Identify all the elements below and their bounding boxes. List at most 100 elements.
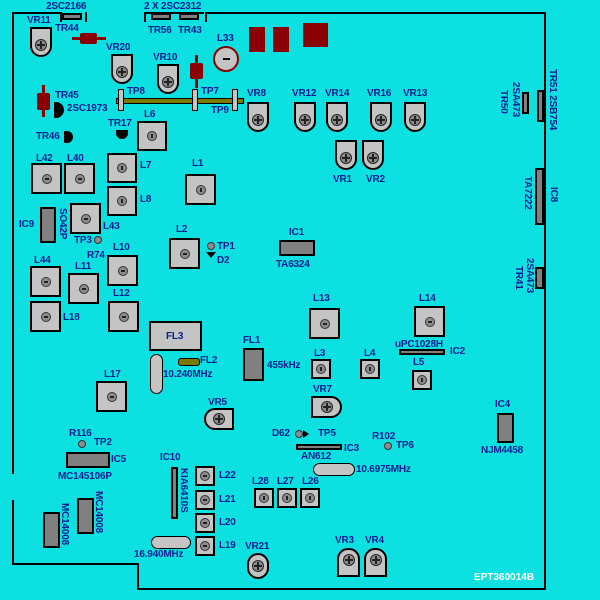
ic3-chip[interactable] <box>296 444 342 450</box>
coil-l12[interactable] <box>108 301 139 332</box>
part-upc1028h: uPC1028H <box>395 339 443 350</box>
trimmer-vr13[interactable] <box>404 102 426 132</box>
crystal-10-6975[interactable] <box>313 463 355 476</box>
trimmer-vr1[interactable] <box>335 140 357 170</box>
testpoint-d62[interactable] <box>295 430 303 438</box>
label-tr45: TR45 <box>55 90 79 101</box>
trimmer-vr10[interactable] <box>157 64 179 94</box>
coil-l20[interactable] <box>195 513 215 533</box>
testpoint-tp2[interactable] <box>78 440 86 448</box>
coil-block-1[interactable] <box>249 27 265 52</box>
trimmer-vr14[interactable] <box>326 102 348 132</box>
coil-l3[interactable] <box>311 359 331 379</box>
tr44-body[interactable] <box>62 13 82 20</box>
label-l27: L27 <box>277 476 294 487</box>
label-l19: L19 <box>219 540 236 551</box>
coil-l11[interactable] <box>68 273 99 304</box>
ic9-chip[interactable] <box>40 207 56 243</box>
tp9-post[interactable] <box>232 89 238 111</box>
ic5-chip[interactable] <box>66 452 110 468</box>
ic2-chip[interactable] <box>399 349 445 355</box>
screw-icon <box>252 560 264 572</box>
coil-l13[interactable] <box>309 308 340 339</box>
pcb-outline-bottom-step <box>137 563 139 589</box>
transistor-tr45[interactable] <box>54 102 64 118</box>
resistor-vr10-body[interactable] <box>190 63 203 79</box>
coil-l14[interactable] <box>414 306 445 337</box>
coil-l1[interactable] <box>185 174 216 205</box>
coil-l33[interactable] <box>213 46 239 72</box>
label-l3: L3 <box>314 348 326 359</box>
trimmer-vr5[interactable] <box>204 408 234 430</box>
screw-icon <box>342 554 355 566</box>
coil-l7[interactable] <box>107 153 137 183</box>
transistor-tr46[interactable] <box>64 131 73 143</box>
ic4-chip[interactable] <box>497 413 514 443</box>
part-2sc1973: 2SC1973 <box>67 103 108 114</box>
label-vr16: VR16 <box>367 88 392 99</box>
tp8-post[interactable] <box>118 89 124 111</box>
coil-l4[interactable] <box>360 359 380 379</box>
coil-l40[interactable] <box>64 163 95 194</box>
filter-fl3[interactable] <box>149 321 202 351</box>
label-tp1: TP1 <box>217 241 235 252</box>
label-l44: L44 <box>34 255 51 266</box>
trimmer-vr20[interactable] <box>111 54 133 84</box>
coil-l44[interactable] <box>30 266 61 297</box>
coil-l28[interactable] <box>254 488 274 508</box>
testpoint-tp3[interactable] <box>94 236 102 244</box>
trimmer-vr7[interactable] <box>311 396 342 418</box>
trimmer-vr21[interactable] <box>247 553 269 579</box>
resistor-tr44-body[interactable] <box>80 33 97 44</box>
ic1-chip[interactable] <box>279 240 315 256</box>
coil-l26[interactable] <box>300 488 320 508</box>
tr50-body[interactable] <box>522 92 529 114</box>
filter-fl2[interactable] <box>178 358 200 366</box>
coil-l27[interactable] <box>277 488 297 508</box>
tr43-body[interactable] <box>179 13 199 20</box>
label-vr12: VR12 <box>292 88 317 99</box>
ic10-chip[interactable] <box>171 467 178 519</box>
diode-d62-icon[interactable] <box>303 430 309 438</box>
trimmer-vr8[interactable] <box>247 102 269 132</box>
coil-l22[interactable] <box>195 466 215 486</box>
testpoint-tp6[interactable] <box>384 442 392 450</box>
coil-l43[interactable] <box>70 203 101 234</box>
pcb-outline-top <box>144 12 204 14</box>
tr41-body[interactable] <box>535 267 544 289</box>
resistor-tr45-body[interactable] <box>37 93 50 110</box>
tr56-body[interactable] <box>151 13 171 20</box>
tp7-post[interactable] <box>192 89 198 111</box>
coil-l21[interactable] <box>195 490 215 510</box>
mc14008-chip-2[interactable] <box>43 512 60 548</box>
ic8-body[interactable] <box>535 168 544 225</box>
coil-l5[interactable] <box>412 370 432 390</box>
trimmer-vr16[interactable] <box>370 102 392 132</box>
coil-l2[interactable] <box>169 238 200 269</box>
trimmer-vr3[interactable] <box>337 548 360 577</box>
coil-block-2[interactable] <box>273 27 289 52</box>
coil-l8[interactable] <box>107 186 137 216</box>
trimmer-vr12[interactable] <box>294 102 316 132</box>
crystal-16-940[interactable] <box>151 536 191 549</box>
coil-l17[interactable] <box>96 381 127 412</box>
trimmer-vr2[interactable] <box>362 140 384 170</box>
coil-l42[interactable] <box>31 163 62 194</box>
coil-block-3[interactable] <box>303 23 328 47</box>
trimmer-vr4[interactable] <box>364 548 387 577</box>
filter-fl1[interactable] <box>243 348 264 381</box>
coil-l6[interactable] <box>137 121 167 151</box>
filter-fl2-osc[interactable] <box>150 354 163 394</box>
coil-l19[interactable] <box>195 536 215 556</box>
transistor-tr17[interactable] <box>116 130 128 139</box>
coil-l18[interactable] <box>30 301 61 332</box>
label-ic5: IC5 <box>111 454 126 465</box>
tr51-body[interactable] <box>537 90 544 122</box>
testpoint-tp1[interactable] <box>207 242 215 250</box>
coil-l10[interactable] <box>107 255 138 286</box>
trimmer-vr11[interactable] <box>30 27 52 57</box>
label-d62: D62 <box>272 428 290 439</box>
screw-icon <box>213 413 225 425</box>
mc14008-chip-1[interactable] <box>77 498 94 534</box>
diode-d2-icon[interactable] <box>206 252 216 258</box>
